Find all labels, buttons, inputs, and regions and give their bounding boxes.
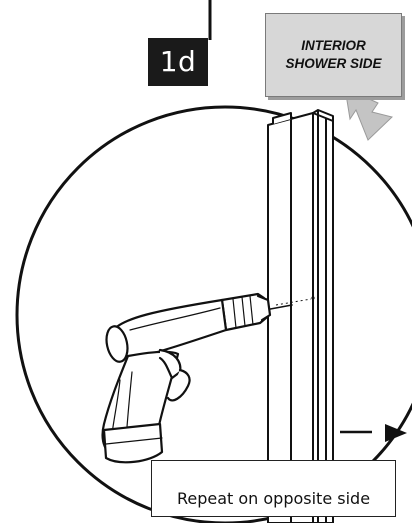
direction-arrow-icon: [344, 87, 393, 141]
caption-box: Repeat on opposite side: [151, 460, 396, 517]
step-badge: 1d: [148, 38, 208, 86]
interior-side-label: INTERIOR SHOWER SIDE: [285, 38, 382, 71]
wall-jamb-icon: [267, 109, 334, 524]
caption-text: Repeat on opposite side: [176, 489, 371, 508]
drill-icon: [101, 292, 293, 464]
pointer-arrowhead: [385, 424, 407, 442]
interior-side-tag: INTERIOR SHOWER SIDE: [265, 13, 402, 97]
